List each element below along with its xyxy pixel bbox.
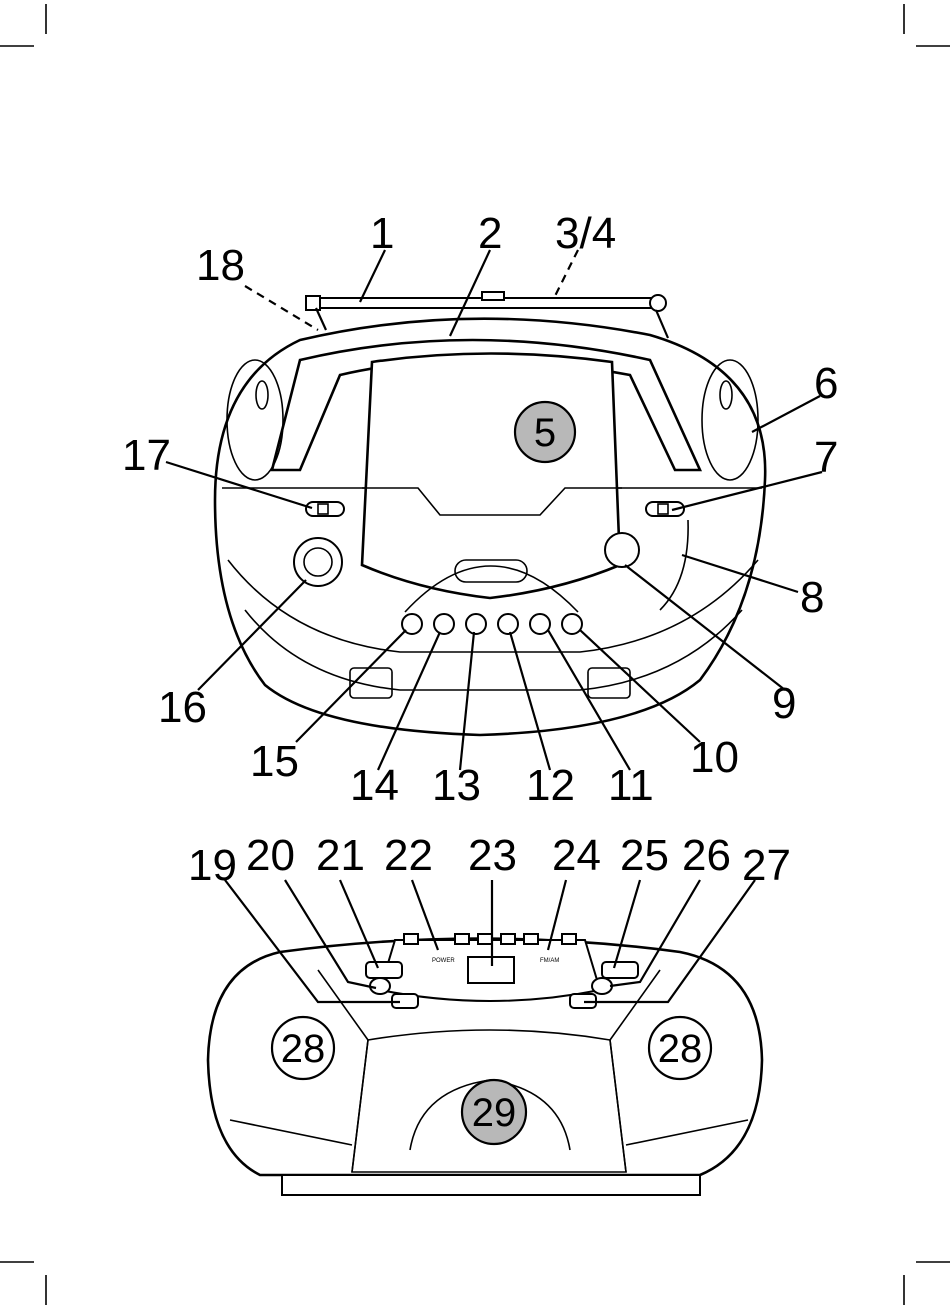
callout-1: 1	[370, 209, 394, 258]
callout-20: 20	[246, 831, 295, 880]
button-10[interactable]	[562, 614, 582, 634]
button-12[interactable]	[498, 614, 518, 634]
left-clamp-top[interactable]	[366, 962, 402, 978]
button-14[interactable]	[434, 614, 454, 634]
mode-label: FM/AM	[540, 958, 559, 964]
callout-17: 17	[122, 431, 171, 480]
top-view-device	[215, 292, 765, 735]
callout-22: 22	[384, 831, 433, 880]
base	[282, 1175, 700, 1195]
callout-8: 8	[800, 573, 824, 622]
callout-10: 10	[690, 733, 739, 782]
tuning-knob[interactable]	[294, 538, 342, 586]
right-clamp-round[interactable]	[592, 978, 612, 994]
callout-14: 14	[350, 761, 399, 810]
left-clamp-round[interactable]	[370, 978, 390, 994]
callout-24: 24	[552, 831, 601, 880]
right-clamp-top[interactable]	[602, 962, 638, 978]
callout-19: 19	[188, 841, 237, 890]
callout-25: 25	[620, 831, 669, 880]
callout-7: 7	[814, 433, 838, 482]
callout-6: 6	[814, 359, 838, 408]
button-11[interactable]	[530, 614, 550, 634]
callout-29: 29	[472, 1091, 517, 1135]
button-13[interactable]	[466, 614, 486, 634]
callout-26: 26	[682, 831, 731, 880]
cd-lid	[362, 354, 620, 599]
callout-2: 2	[478, 209, 502, 258]
callout-21: 21	[316, 831, 365, 880]
power-label: POWER	[432, 958, 455, 964]
callout-5: 5	[534, 411, 556, 455]
callout-23: 23	[468, 831, 517, 880]
callout-16: 16	[158, 683, 207, 732]
callout-13: 13	[432, 761, 481, 810]
callout-15: 15	[250, 737, 299, 786]
callout-18: 18	[196, 241, 245, 290]
callout-27: 27	[742, 841, 791, 890]
callout-3-4: 3/4	[555, 209, 616, 258]
callout-11: 11	[608, 761, 654, 810]
callout-12: 12	[526, 761, 575, 810]
callout-28-right: 28	[658, 1027, 703, 1071]
callout-9: 9	[772, 679, 796, 728]
round-button[interactable]	[605, 533, 639, 567]
callout-28-left: 28	[281, 1027, 326, 1071]
